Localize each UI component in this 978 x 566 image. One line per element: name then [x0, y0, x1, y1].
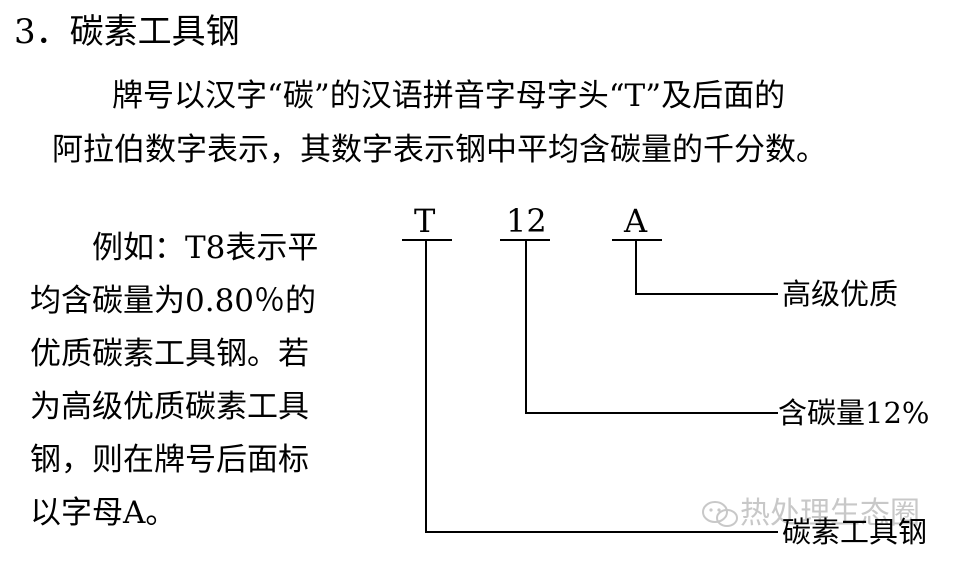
code-12: 12 [506, 202, 547, 240]
section-heading: 3．碳素工具钢 [14, 8, 240, 56]
code-t: T [414, 202, 436, 240]
leader-12 [525, 240, 778, 414]
example-paragraph: 例如：T8表示平 均含碳量为0.80％的 优质碳素工具钢。若 为高级优质碳素工具… [30, 222, 380, 540]
section-number: 3． [14, 12, 70, 52]
example-line: 为高级优质碳素工具 [30, 389, 309, 425]
label-carbon-tool-steel: 碳素工具钢 [782, 515, 928, 549]
example-line: 均含碳量为0.80％的 [30, 283, 317, 319]
section-title: 碳素工具钢 [69, 12, 240, 52]
intro-line-1: 牌号以汉字“碳”的汉语拼音字母字头“T”及后面的 [112, 78, 786, 114]
leader-a [635, 240, 778, 295]
example-line: 例如：T8表示平 [92, 230, 319, 266]
watermark: 热处理生态圈 [700, 496, 920, 532]
leader-t [425, 240, 778, 533]
example-line: 以字母A。 [30, 495, 177, 531]
wechat-icon [702, 500, 738, 527]
intro-line-2: 阿拉伯数字表示，其数字表示钢中平均含碳量的千分数。 [52, 132, 827, 168]
watermark-text: 热处理生态圈 [740, 496, 920, 531]
example-line: 钢，则在牌号后面标 [30, 442, 309, 478]
example-line: 优质碳素工具钢。若 [30, 336, 309, 372]
code-a: A [624, 202, 648, 240]
label-high-grade: 高级优质 [782, 277, 899, 311]
label-carbon-content: 含碳量12% [778, 396, 930, 430]
